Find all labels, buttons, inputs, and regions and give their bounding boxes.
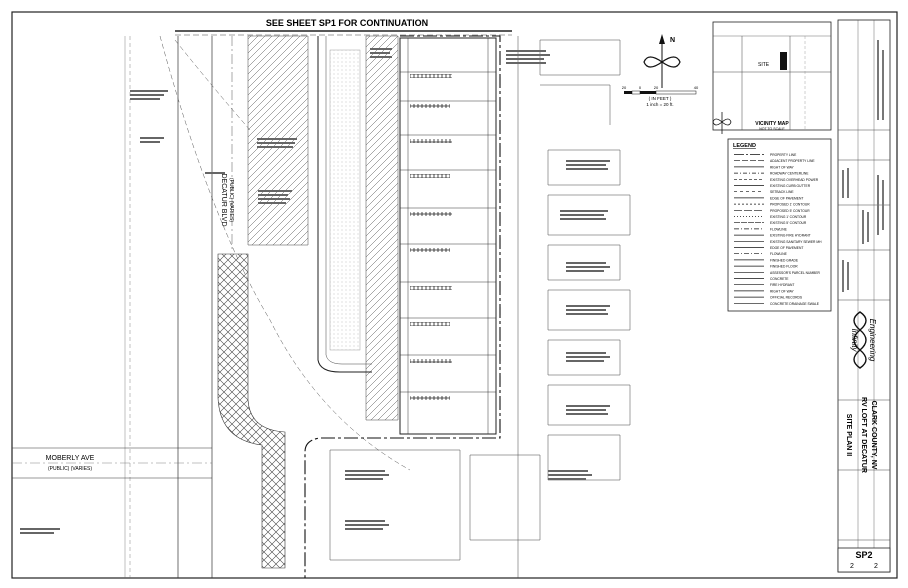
landscape-hatch-center	[365, 35, 399, 421]
legend-title: LEGEND	[733, 143, 756, 149]
sheet-number: SP2	[855, 550, 872, 560]
legend-item-label: RIGHT OF WAY	[770, 289, 795, 293]
sheet-border	[11, 11, 898, 579]
graphic-scale: 20 0 20 40 ( IN FEET ) 1 inch = 20 ft.	[622, 85, 699, 107]
scale-equivalence: 1 inch = 20 ft.	[646, 102, 673, 107]
logo-text-top: Infinity	[850, 328, 859, 352]
continuation-note: SEE SHEET SP1 FOR CONTINUATION	[266, 18, 428, 28]
pavement-crosshatch	[217, 253, 286, 569]
legend-item-label: FINISHED GRADE	[770, 258, 799, 262]
legend-item-label: FLOWLINE	[770, 227, 788, 231]
legend: LEGEND PROPERTY LINE ADJACENT PROPERTY LI…	[727, 138, 832, 312]
north-arrow: N	[643, 34, 681, 88]
legend-item-label: FIRE HYDRANT	[770, 283, 794, 287]
legend-item-label: EDGE OF PAVEMENT	[770, 196, 803, 200]
legend-item-label: ROADWAY CENTERLINE	[770, 172, 809, 176]
rv-storage-lot	[399, 37, 497, 435]
sheet-of-left: 2	[850, 563, 854, 570]
sheet-title: SITE PLAN II	[845, 414, 852, 456]
moberly-ave-type: (PUBLIC) (VARIES)	[48, 466, 92, 472]
landscape-hatch-west	[247, 35, 309, 246]
plan-area: DECATUR BLVD (PUBLIC) (VARIES) MOBERLY A…	[12, 30, 631, 578]
scale-tick-3: 40	[694, 85, 699, 90]
legend-item-label: PROPERTY LINE	[770, 153, 797, 157]
decatur-blvd-type: (PUBLIC) (VARIES)	[228, 178, 234, 222]
moberly-ave-label: MOBERLY AVE	[46, 455, 95, 462]
legend-item-label: SETBACK LINE	[770, 190, 794, 194]
legend-item-label: ASSESSOR'S PARCEL NUMBER	[770, 271, 821, 275]
scale-tick-1: 0	[639, 85, 642, 90]
project-location: CLARK COUNTY, NV	[870, 401, 877, 470]
legend-item-label: RIGHT OF WAY	[770, 165, 795, 169]
legend-item-label: OFFICIAL RECORDS	[770, 296, 803, 300]
legend-item-label: CONCRETE DRAINAGE SWALE	[770, 302, 820, 306]
vicinity-map-subtitle: NOT TO SCALE	[759, 127, 785, 131]
vicinity-map-title: VICINITY MAP	[755, 121, 789, 127]
legend-item-label: ADJACENT PROPERTY LINE	[770, 159, 815, 163]
scale-tick-0: 20	[622, 85, 627, 90]
logo-text-bottom: Engineering	[868, 319, 877, 362]
legend-item-label: EXISTING 5' CONTOUR	[770, 221, 807, 225]
legend-item-label: EXISTING OVERHEAD POWER	[770, 178, 819, 182]
company-logo: Infinity Engineering	[850, 311, 877, 369]
sheet-of-right: 2	[874, 563, 878, 570]
legend-item-label: PROPOSED 5' CONTOUR	[770, 209, 810, 213]
title-block: Infinity Engineering SITE PLAN II RV LOF…	[837, 19, 891, 573]
scale-tick-2: 20	[654, 85, 659, 90]
legend-item-label: EXISTING CURB GUTTER	[770, 184, 811, 188]
site-drive	[317, 36, 372, 373]
vicinity-map: SITE VICINITY MAP NOT TO SCALE	[712, 21, 832, 134]
project-name: RV LOFT AT DECATUR	[860, 397, 867, 473]
decatur-blvd-label: DECATUR BLVD	[220, 173, 227, 226]
legend-item-label: EXISTING FIRE HYDRANT	[770, 234, 811, 238]
scale-units: ( IN FEET )	[649, 96, 672, 101]
vicinity-site-marker	[780, 52, 787, 70]
legend-item-label: CONCRETE	[770, 277, 789, 281]
north-letter: N	[670, 37, 675, 44]
legend-item-label: FLOWLINE	[770, 252, 788, 256]
property-boundary	[304, 35, 501, 578]
vicinity-site-label: SITE	[758, 62, 770, 68]
legend-item-label: EXISTING 1' CONTOUR	[770, 215, 807, 219]
legend-item-label: EDGE OF PAVEMENT	[770, 246, 803, 250]
legend-item-label: FINISHED FLOOR	[770, 265, 798, 269]
legend-item-label: EXISTING SANITARY SEWER MH	[770, 240, 822, 244]
legend-item-label: PROPOSED 1' CONTOUR	[770, 203, 810, 207]
